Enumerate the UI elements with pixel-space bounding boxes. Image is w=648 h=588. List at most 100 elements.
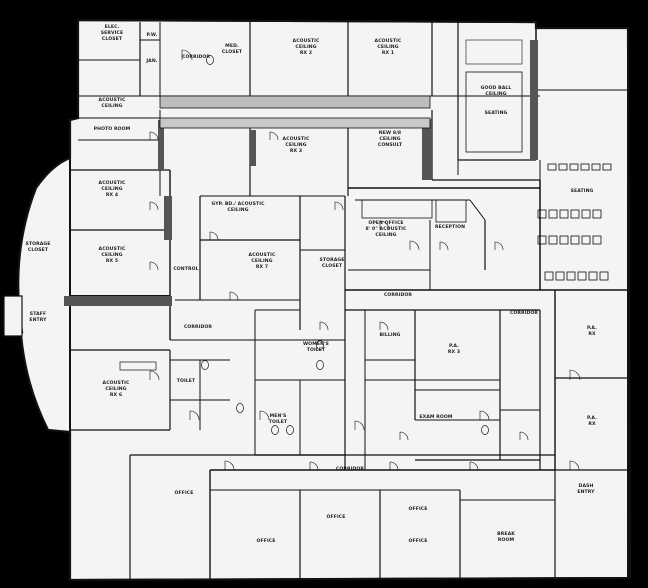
toilet-fixture [201,360,209,370]
room-label-line: P.W. [146,32,157,38]
room-label-jan: JAN. [145,58,157,64]
room-label-line: P.A. [587,325,597,331]
room-label-corridor-left: CORRIDOR [184,324,212,330]
seat [602,163,612,171]
room-label-line: TOILET [177,378,196,384]
wall-segment [69,577,631,581]
wall-segment [469,199,486,221]
door-swing [379,220,390,231]
room-label-line: WOMEN'S [303,341,329,347]
ceiling-band [159,117,431,129]
seat [559,209,569,219]
room-label-line: RX 6 [110,392,122,398]
room-label-line: RX [588,421,596,427]
door-swing [229,291,239,301]
door-swing [149,261,159,271]
seat [588,271,598,281]
room-label-pa-rx-right: P.A.RX [587,325,597,337]
room-label-line: ACOUSTIC [99,97,126,103]
room-label-line: CEILING [295,44,316,50]
room-label-seating-top: SEATING [485,110,508,116]
wall-segment [77,18,537,24]
door-swing [189,410,200,421]
room-label-billing: BILLING [379,332,400,338]
seat [559,235,569,245]
toilet-fixture [206,55,214,65]
counter [119,361,157,371]
room-label-line: EXAM ROOM [419,414,453,420]
toilet-fixture [236,403,244,413]
staff-entry-vestibule [3,295,23,337]
room-label-line: SERVICE [101,30,123,36]
wall-band [530,40,538,160]
toilet-fixture [316,360,324,370]
room-inset [465,71,523,153]
room-label-line: STORAGE [25,241,50,247]
room-label-line: CLOSET [28,247,49,253]
room-label-med-closet: MED.CLOSET [222,43,243,55]
room-label-line: BILLING [379,332,400,338]
wall-band [422,120,432,180]
seat [592,235,602,245]
room-label-line: OFFICE [327,514,346,520]
door-swing [354,420,365,431]
room-label-line: SEATING [485,110,508,116]
toilet-fixture [481,425,489,435]
room-label-line: ACOUSTIC [103,380,130,386]
room-label-corridor-right: CORRIDOR [510,310,538,316]
door-swing [519,431,529,441]
room-label-line: CEILING [379,136,400,142]
door-swing [259,410,270,421]
room-label-line: NEW 8/8 [379,130,401,136]
room-label-line: RX 7 [256,264,268,270]
room-label-line: GYP. BD./ ACOUSTIC [211,201,265,207]
room-label-line: CONSULT [378,142,403,148]
room-label-line: MEN'S [270,413,287,419]
room-label-line: ENTRY [29,317,47,323]
door-swing [269,131,279,141]
seat [548,209,558,219]
room-label-photo-room: PHOTO ROOM [94,126,131,132]
room-label-line: BREAK [497,531,515,537]
door-swing [469,461,479,471]
room-label-line: TOILET [307,347,326,353]
door-swing [224,460,235,471]
room-label-line: ACOUSTIC [99,246,126,252]
seat [591,163,601,171]
room-label-line: STAFF [30,311,46,317]
seat [566,271,576,281]
door-swing [149,201,159,211]
room-label-pa-rx3: P.A.RX 3 [448,343,460,355]
room-label-line: OFFICE [175,490,194,496]
room-label-line: RX 2 [300,50,312,56]
seat [592,209,602,219]
room-label-line: CEILING [251,258,272,264]
seat [544,271,554,281]
room-label-line: RX 1 [382,50,394,56]
room-label-office-2: OFFICE [257,538,276,544]
door-swing [209,231,219,241]
seat [580,163,590,171]
room-label-line: SEATING [571,188,594,194]
seat [599,271,609,281]
door-swing [309,461,319,471]
room-label-exam-room: EXAM ROOM [419,414,453,420]
room-label-line: RX [588,331,596,337]
room-label-line: RECEPTION [435,224,465,230]
room-label-line: TOILET [269,419,288,425]
room-label-line: ACOUSTIC [283,136,310,142]
counter [435,199,467,223]
